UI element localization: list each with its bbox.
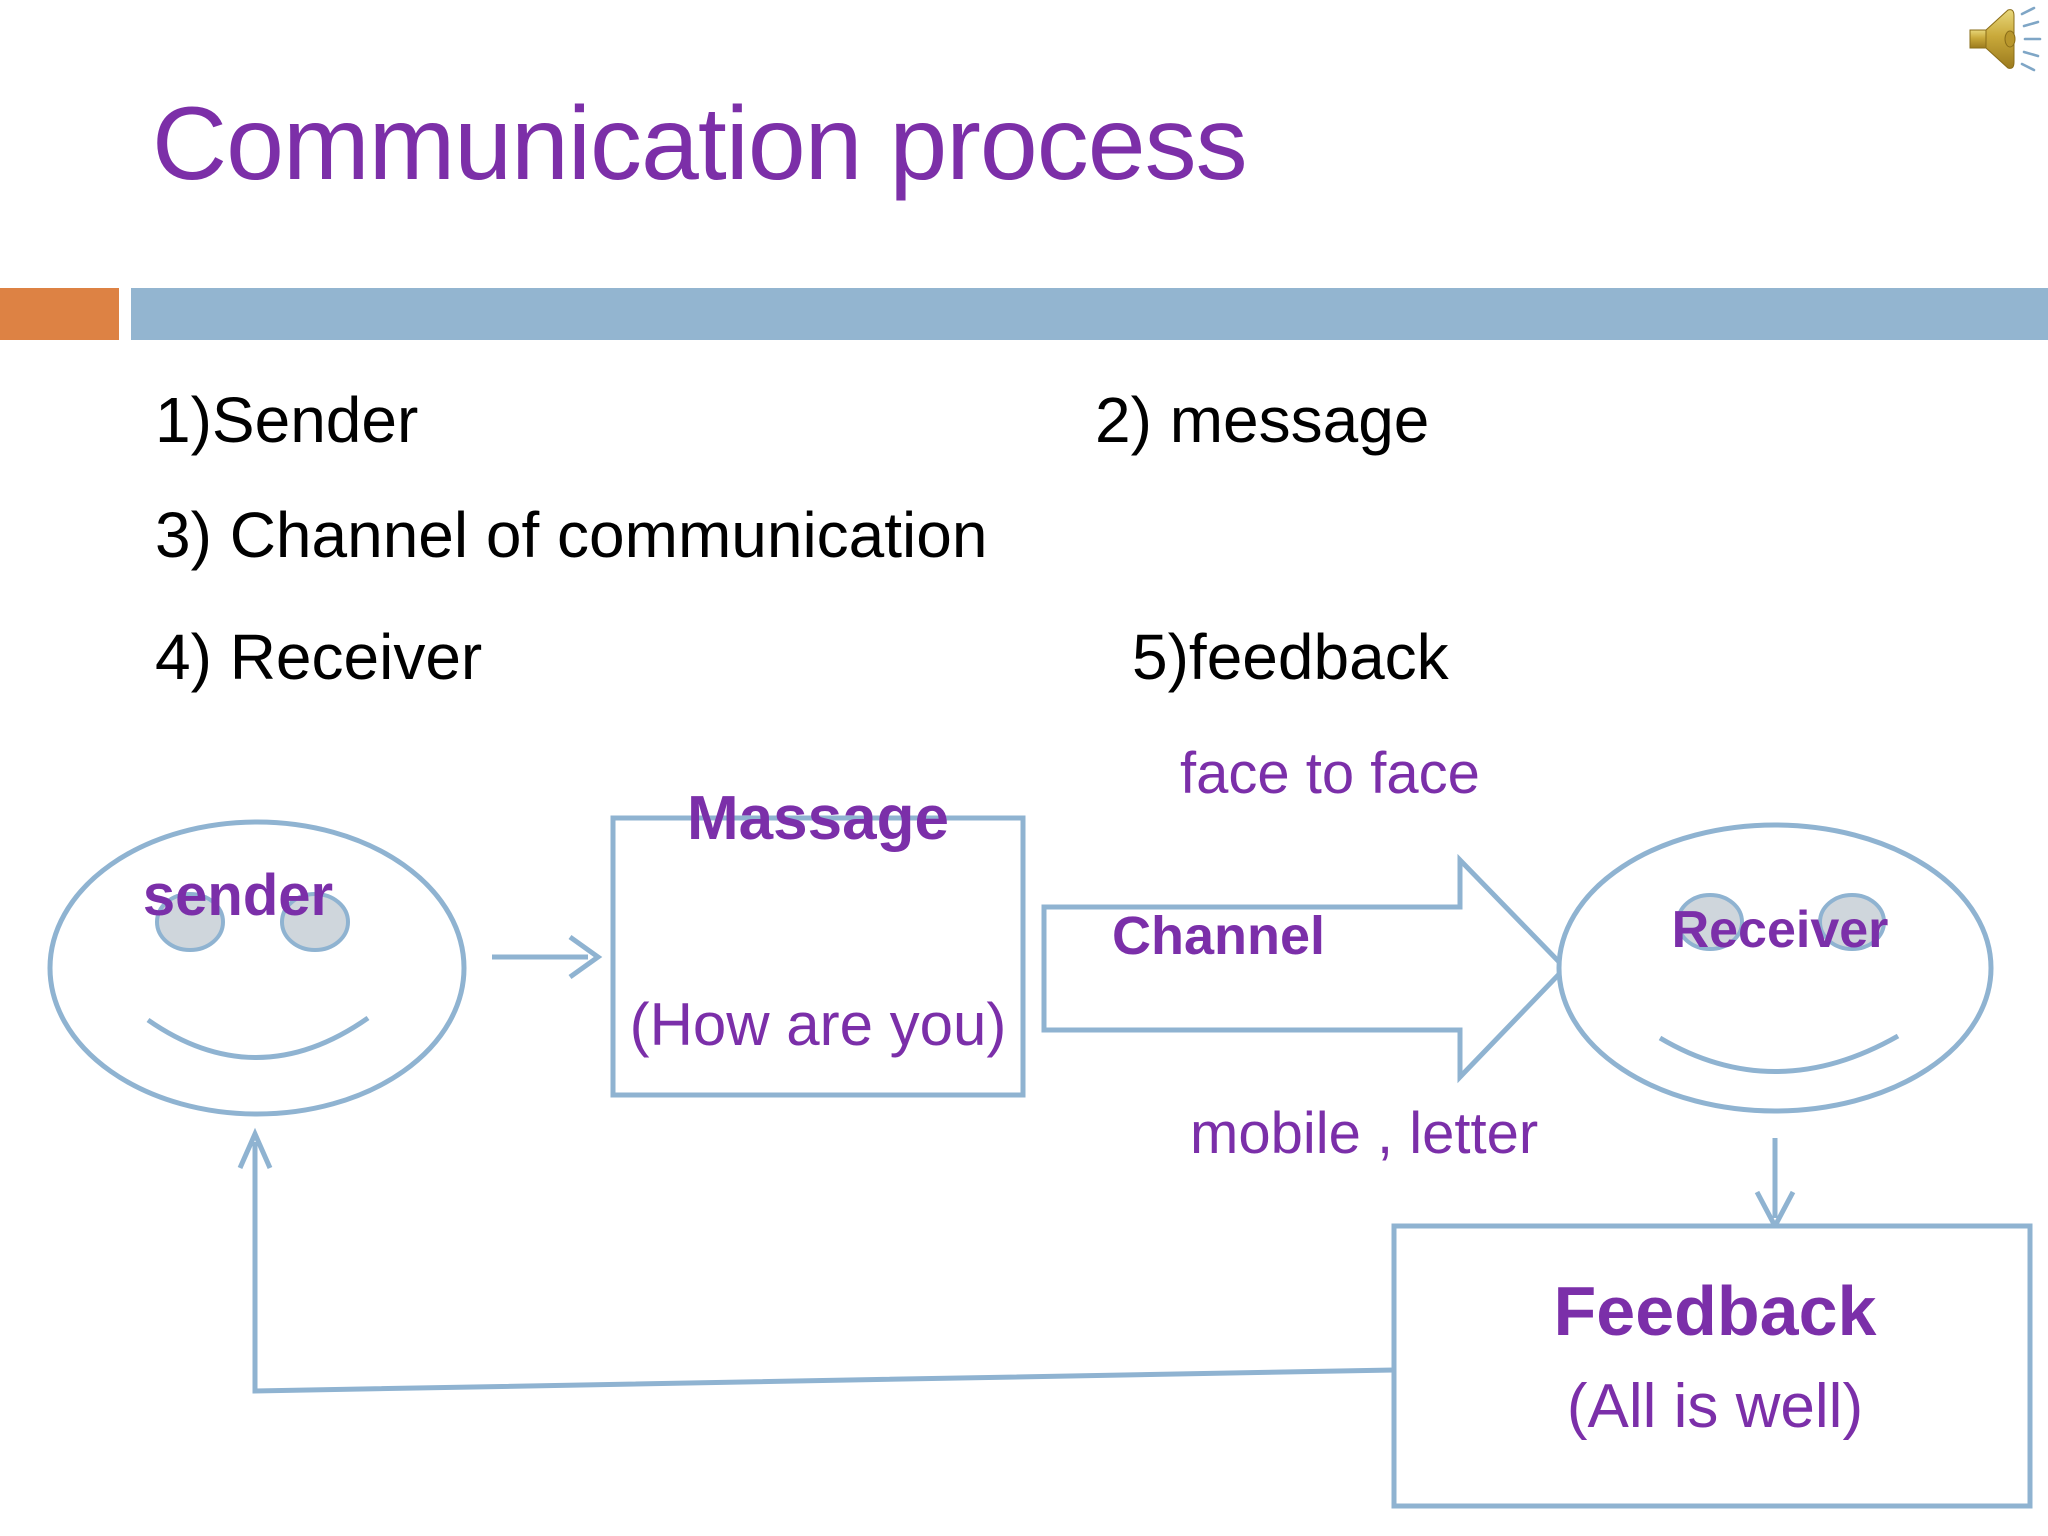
bullet-item-sender: 1)Sender	[155, 384, 419, 456]
divider-accent-orange	[0, 288, 119, 340]
bullet-item-channel: 3) Channel of communication	[155, 499, 988, 571]
feedback-label: Feedback	[1553, 1272, 1877, 1350]
page-title: Communication process	[152, 86, 1248, 202]
speaker-icon[interactable]	[1952, 2, 2044, 76]
feedback-sublabel: (All is well)	[1566, 1372, 1864, 1441]
message-label: Massage	[687, 784, 949, 853]
receiver-to-feedback-arrow	[1754, 1138, 1796, 1232]
feedback-to-sender-arrow	[237, 1127, 1395, 1394]
sender-to-message-arrow	[492, 934, 603, 980]
message-sublabel: (How are you)	[629, 991, 1007, 1058]
channel-label: Channel	[1112, 906, 1326, 966]
receiver-smiley-shape	[1556, 822, 1994, 1114]
bullet-item-message: 2) message	[1095, 384, 1430, 456]
feedback-box-shape	[1391, 1223, 2033, 1509]
receiver-label: Receiver	[1671, 901, 1889, 959]
bullet-item-feedback: 5)feedback	[1132, 621, 1449, 693]
face-to-face-annotation: face to face	[1180, 741, 1480, 806]
mobile-letter-annotation: mobile , letter	[1190, 1101, 1539, 1166]
bullet-item-receiver: 4) Receiver	[155, 621, 483, 693]
divider-accent-blue	[131, 288, 2048, 340]
sender-label: sender	[142, 863, 334, 928]
